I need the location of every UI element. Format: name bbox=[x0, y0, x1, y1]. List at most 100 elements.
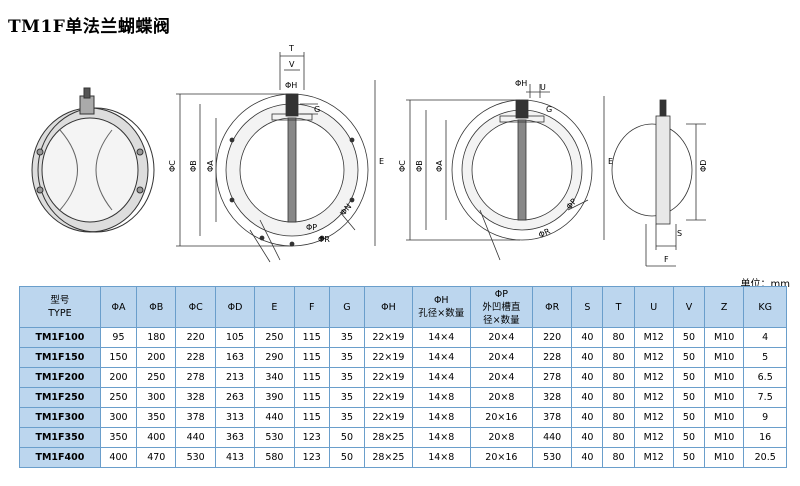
table-cell: 14×4 bbox=[411, 367, 471, 388]
table-cell: 22×19 bbox=[364, 347, 413, 368]
table-cell: 40 bbox=[571, 367, 604, 388]
table-cell: 530 bbox=[175, 447, 216, 468]
table-cell: 40 bbox=[571, 347, 604, 368]
column-header-line: KG bbox=[758, 301, 772, 313]
table-cell: M10 bbox=[703, 427, 745, 448]
column-header: 型号 TYPE bbox=[19, 286, 101, 328]
table-cell: 163 bbox=[214, 347, 256, 368]
table-cell: 95 bbox=[99, 327, 138, 348]
table-cell: 350 bbox=[136, 407, 177, 428]
table-cell: 80 bbox=[602, 407, 635, 428]
type-cell: TM1F350 bbox=[19, 427, 101, 448]
column-header-line: 孔径×数量 bbox=[418, 308, 465, 319]
column-header-line: ΦD bbox=[227, 301, 243, 313]
table-cell: 16 bbox=[743, 427, 787, 448]
table-cell: M12 bbox=[633, 327, 674, 348]
column-header-line: G bbox=[343, 301, 351, 313]
table-cell: 50 bbox=[672, 427, 706, 448]
table-cell: M10 bbox=[703, 367, 745, 388]
label-phiA-2: ΦA bbox=[435, 160, 444, 172]
table-cell: 390 bbox=[254, 387, 295, 408]
table-cell: 340 bbox=[254, 367, 295, 388]
column-header-line: ΦH bbox=[433, 295, 449, 306]
table-cell: 50 bbox=[672, 367, 706, 388]
table-cell: 228 bbox=[531, 347, 573, 368]
column-header: Z bbox=[703, 286, 745, 328]
table-cell: M10 bbox=[703, 387, 745, 408]
column-header-line: 型号 bbox=[50, 295, 70, 306]
label-phiH: ΦH bbox=[285, 81, 297, 90]
technical-drawings: T V ΦH G ΦC ΦB ΦA E ΦN ΦP ΦR ΦH U G ΦC bbox=[31, 44, 708, 267]
column-header: ΦC bbox=[175, 286, 216, 328]
table-cell: 263 bbox=[214, 387, 256, 408]
table-cell: 213 bbox=[214, 367, 256, 388]
table-cell: 80 bbox=[602, 347, 635, 368]
table-cell: M10 bbox=[703, 327, 745, 348]
table-cell: M10 bbox=[703, 347, 745, 368]
table-cell: 50 bbox=[672, 347, 706, 368]
valve-side-view bbox=[611, 99, 706, 267]
label-G-2: G bbox=[546, 105, 552, 114]
table-cell: 50 bbox=[672, 447, 706, 468]
label-F: F bbox=[664, 255, 669, 264]
table-cell: 20×4 bbox=[469, 327, 533, 348]
table-cell: 250 bbox=[254, 327, 295, 348]
page-title: TM1F单法兰蝴蝶阀 bbox=[8, 17, 171, 37]
label-phiD: ΦD bbox=[699, 160, 708, 172]
table-cell: 50 bbox=[672, 327, 706, 348]
table-cell: 228 bbox=[175, 347, 216, 368]
table-cell: 278 bbox=[531, 367, 573, 388]
column-header: G bbox=[328, 286, 366, 328]
table-cell: 7.5 bbox=[743, 387, 787, 408]
label-U: U bbox=[540, 83, 546, 92]
column-header-line: T bbox=[615, 301, 622, 313]
label-E-2: E bbox=[608, 157, 613, 166]
table-cell: 328 bbox=[175, 387, 216, 408]
table-cell: 470 bbox=[136, 447, 177, 468]
column-header-line: U bbox=[650, 301, 658, 313]
table-cell: 20×4 bbox=[469, 367, 533, 388]
column-header-line: E bbox=[271, 301, 278, 313]
label-phiB-2: ΦB bbox=[415, 160, 424, 172]
table-cell: 115 bbox=[293, 347, 330, 368]
table-cell: 14×8 bbox=[411, 427, 471, 448]
table-cell: 80 bbox=[602, 427, 635, 448]
table-cell: 35 bbox=[328, 367, 366, 388]
table-cell: 80 bbox=[602, 327, 635, 348]
label-phiC-2: ΦC bbox=[398, 160, 407, 172]
label-E: E bbox=[379, 157, 384, 166]
table-cell: 80 bbox=[602, 387, 635, 408]
table-cell: 378 bbox=[531, 407, 573, 428]
table-cell: 530 bbox=[254, 427, 295, 448]
table-cell: 440 bbox=[254, 407, 295, 428]
valve-front-view-2 bbox=[406, 84, 605, 261]
column-header-line: ΦA bbox=[111, 301, 126, 313]
table-cell: 278 bbox=[175, 367, 216, 388]
column-header: ΦD bbox=[214, 286, 256, 328]
table-cell: 28×25 bbox=[364, 427, 413, 448]
column-header-line: TYPE bbox=[48, 308, 72, 319]
column-header-line: Z bbox=[720, 301, 728, 313]
table-cell: M12 bbox=[633, 447, 674, 468]
unit-label: 单位：mm bbox=[740, 279, 790, 290]
table-cell: 6.5 bbox=[743, 367, 787, 388]
table-cell: 20×4 bbox=[469, 347, 533, 368]
column-header-line: ΦR bbox=[545, 301, 560, 313]
column-header: ΦH bbox=[364, 286, 413, 328]
label-phiH-2: ΦH bbox=[515, 79, 527, 88]
table-cell: 80 bbox=[602, 447, 635, 468]
table-cell: 300 bbox=[136, 387, 177, 408]
table-cell: 28×25 bbox=[364, 447, 413, 468]
label-G: G bbox=[314, 105, 320, 114]
table-cell: 400 bbox=[136, 427, 177, 448]
column-header-line: 径×数量 bbox=[483, 314, 520, 326]
table-cell: 363 bbox=[214, 427, 256, 448]
table-cell: 123 bbox=[293, 427, 330, 448]
table-cell: 14×8 bbox=[411, 447, 471, 468]
table-cell: 22×19 bbox=[364, 367, 413, 388]
